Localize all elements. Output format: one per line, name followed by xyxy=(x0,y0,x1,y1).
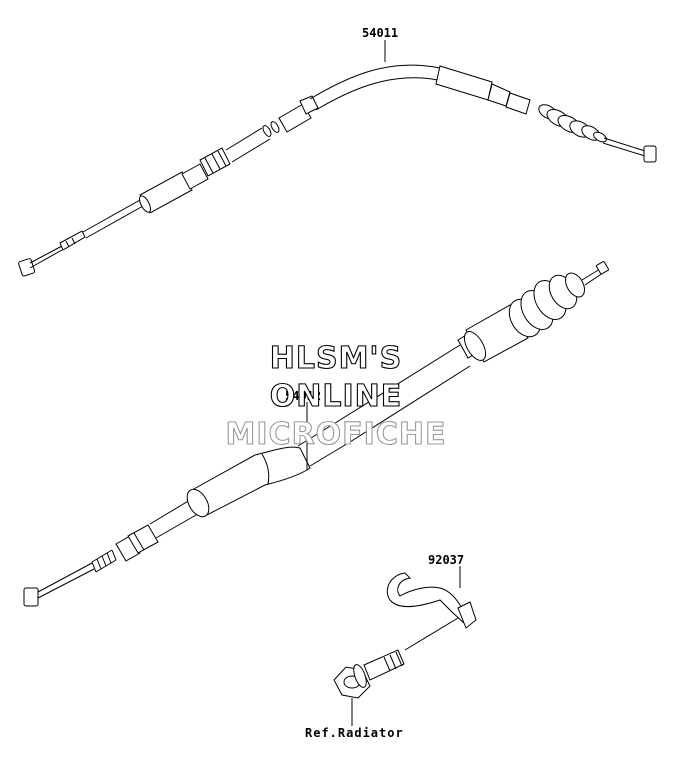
clamp-92037[interactable] xyxy=(386,572,477,629)
label-ref-radiator[interactable]: Ref.Radiator xyxy=(305,726,404,740)
spring-54012 xyxy=(91,549,117,573)
bellows-54012 xyxy=(508,272,585,338)
watermark-line-3: MICROFICHE xyxy=(226,417,447,452)
bolt[interactable] xyxy=(333,649,405,699)
label-54011[interactable]: 54011 xyxy=(362,26,398,40)
watermark: HLSM'S ONLINE MICROFICHE xyxy=(225,340,447,452)
label-92037[interactable]: 92037 xyxy=(428,553,464,567)
label-54012[interactable]: 54012 xyxy=(285,389,321,403)
cable-54011[interactable] xyxy=(18,64,657,277)
leader-lines xyxy=(306,40,461,726)
cable-54012[interactable] xyxy=(23,261,609,607)
bellows-54011 xyxy=(538,104,607,143)
watermark-line-1: HLSM'S xyxy=(270,341,402,376)
watermark-line-2: ONLINE xyxy=(270,379,403,414)
